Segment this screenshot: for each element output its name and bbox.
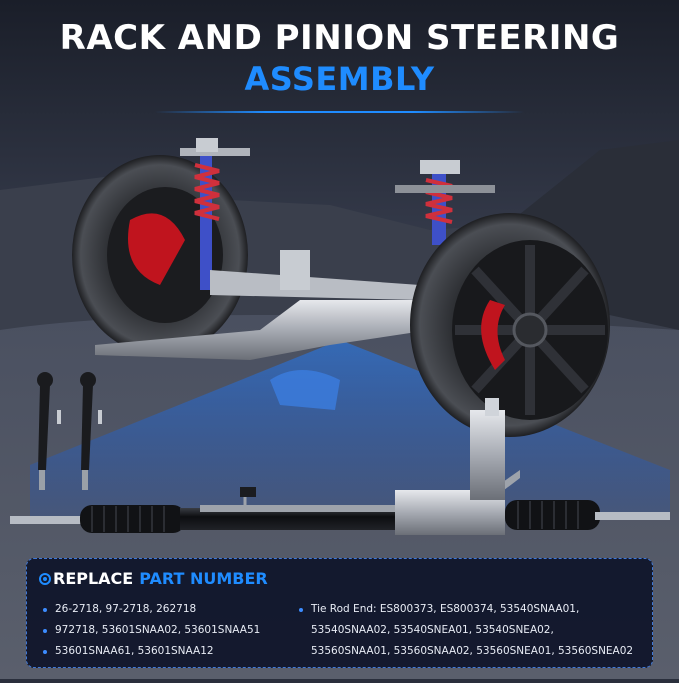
part-number-list-right: Tie Rod End: ES800373, ES800374, 53540SN…	[297, 599, 647, 662]
title-underline	[155, 111, 524, 113]
list-item: 53601SNAA61, 53601SNAA12	[41, 641, 303, 662]
subframe	[95, 250, 430, 410]
bullet-icon	[299, 608, 303, 612]
replace-part-number-panel: REPLACE PART NUMBER 26-2718, 97-2718, 26…	[26, 558, 653, 668]
target-bullet-icon	[39, 572, 51, 585]
list-item-continued: 53560SNAA01, 53560SNAA02, 53560SNEA01, 5…	[311, 645, 634, 657]
replace-heading: REPLACE PART NUMBER	[39, 569, 268, 588]
bullet-icon	[43, 650, 47, 654]
left-wheel	[72, 155, 248, 355]
right-strut	[395, 160, 495, 245]
left-strut	[180, 138, 250, 290]
page-title: RACK AND PINION STEERING	[59, 18, 620, 58]
list-item: 26-2718, 97-2718, 262718	[41, 599, 303, 620]
replace-heading-white: REPLACE	[53, 569, 134, 588]
right-wheel	[410, 213, 610, 437]
bullet-icon	[43, 629, 47, 633]
list-item-continued: 53540SNAA02, 53540SNEA01, 53540SNEA02,	[311, 624, 554, 636]
page-subtitle: ASSEMBLY	[244, 60, 435, 98]
replace-heading-blue: PART NUMBER	[139, 569, 268, 588]
blue-light-beam	[30, 340, 670, 520]
part-number-list-left: 26-2718, 97-2718, 262718 972718, 53601SN…	[41, 599, 303, 662]
list-item: Tie Rod End: ES800373, ES800374, 53540SN…	[297, 599, 647, 620]
tie-rod-end-left-2	[80, 372, 102, 490]
list-item: 972718, 53601SNAA02, 53601SNAA51	[41, 620, 303, 641]
tie-rod-end-left-1	[37, 372, 61, 490]
rack-and-pinion	[10, 398, 670, 535]
bullet-icon	[43, 608, 47, 612]
